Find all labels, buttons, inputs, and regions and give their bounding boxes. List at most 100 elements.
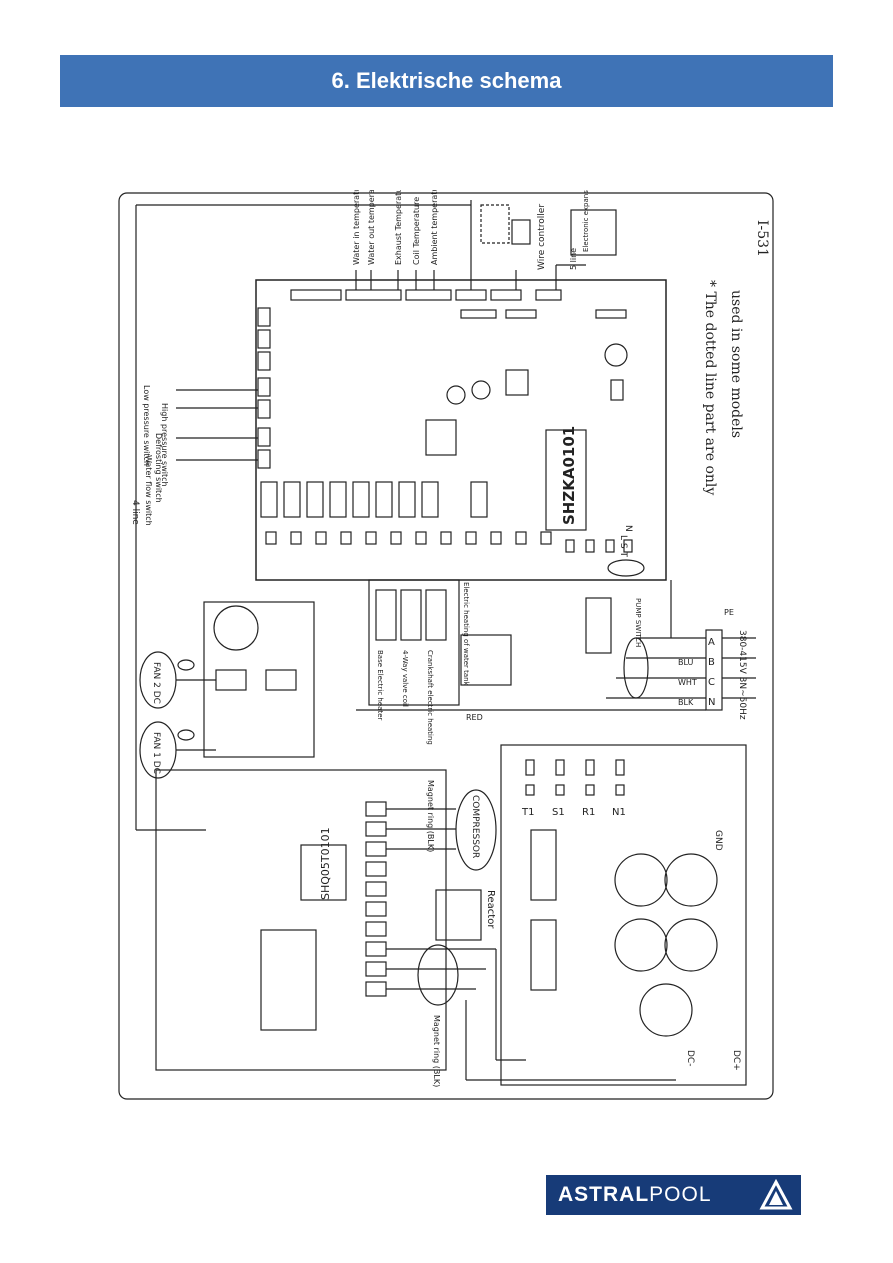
- note-line-2: used in some models: [728, 290, 744, 438]
- terminal-a: A: [708, 637, 715, 648]
- board-capacitor-2: [471, 380, 491, 400]
- compressor-motor: [455, 789, 497, 871]
- magnet-ring-power: [623, 637, 649, 699]
- page-title: 6. Elektrische schema: [331, 68, 562, 93]
- wire-controller-dashed: [480, 204, 510, 244]
- main-board-label-box: [545, 429, 587, 531]
- loads-panel: [368, 579, 460, 706]
- electric-heating-box: [460, 634, 512, 686]
- crankshaft-heater-coil: [425, 589, 447, 641]
- power-terminal-block: [705, 629, 723, 711]
- logo-light: POOL: [649, 1183, 712, 1206]
- main-control-board: [255, 279, 667, 581]
- dc-minus-label: DC-: [685, 1050, 695, 1066]
- wire-controller-box: [511, 219, 531, 245]
- diagram-frame: [118, 192, 774, 1100]
- sensor-coil: Coil Temperature: [412, 197, 421, 265]
- sensor-ambient: Ambient temperature: [430, 190, 439, 265]
- switch-high-pressure: High pressure switch: [160, 403, 169, 487]
- switch-defrosting: Defrosting switch: [154, 433, 163, 503]
- pump-switch: [585, 597, 612, 654]
- filter-terminals: [525, 759, 625, 796]
- section-header: 6. Elektrische schema: [60, 55, 833, 107]
- filter-n1: N1: [612, 807, 626, 818]
- base-heater-coil: [375, 589, 397, 641]
- wire-wht-label: WHT: [678, 678, 697, 687]
- phase-n-label: N: [623, 525, 633, 532]
- inverter-board: [500, 744, 747, 1086]
- board-chip-2: [425, 419, 457, 456]
- driver-transformer: [260, 929, 317, 1031]
- five-line-label: 5 line: [569, 248, 578, 270]
- filter-t1: T1: [521, 807, 534, 818]
- logo-bold: ASTRAL: [558, 1183, 650, 1206]
- wire-controller-label: Wire controller: [537, 204, 547, 270]
- board-chip-1: [505, 369, 529, 396]
- reactor-core: [435, 889, 482, 941]
- fan-board-connector-1: [215, 669, 247, 691]
- magnet-ring-main: [607, 559, 645, 577]
- driver-terminal-strip: [365, 801, 387, 997]
- fan-1-magnet-ring: [177, 729, 195, 741]
- fan-1-label: FAN 1 DC: [151, 732, 161, 774]
- main-board-label: SHZKA0101: [560, 426, 578, 525]
- fan-2-magnet-ring: [177, 659, 195, 671]
- board-capacitor-1: [446, 385, 466, 405]
- sensor-connectors: [290, 289, 627, 319]
- magnet-ring-driver: [417, 944, 459, 1006]
- wire-blu-label: BLU: [678, 658, 694, 667]
- fan-2-label: FAN 2 DC: [151, 662, 161, 704]
- dc-capacitor-1: [614, 853, 668, 907]
- output-terminals: [265, 531, 633, 553]
- sensor-leads: [355, 200, 586, 290]
- fan-board-capacitor: [213, 605, 259, 651]
- four-way-valve-label: 4-Way valve coil: [401, 650, 409, 707]
- sensor-exhaust: Exhaust Temperature: [394, 190, 403, 265]
- reactor-label: Reactor: [485, 890, 496, 929]
- logo-triangle-icon: [759, 1179, 793, 1210]
- switch-leads: [176, 389, 258, 461]
- driver-wires: [386, 808, 676, 1081]
- relay-row: [260, 481, 488, 518]
- sensor-water-out: Water out temperature: [367, 190, 376, 265]
- logo-wordmark: ASTRALPOOL: [558, 1183, 712, 1207]
- expansion-valve-label: Electronic expansion valve: [582, 190, 590, 252]
- pump-switch-label: PUMP SWITCH: [634, 598, 642, 647]
- dc-plus-label: DC+: [731, 1050, 741, 1071]
- magnet-ring-blk-bottom-label: Magnet ring (BLK): [432, 1015, 441, 1087]
- compressor-label: COMPRESSOR: [470, 795, 480, 858]
- wire-blk-label: BLK: [678, 698, 694, 707]
- board-capacitor-3: [604, 343, 628, 367]
- choke-coil-1: [530, 829, 557, 901]
- filter-r1: R1: [582, 807, 595, 818]
- four-way-valve-coil: [400, 589, 422, 641]
- expansion-valve-box: [570, 209, 617, 256]
- astralpool-logo: ASTRALPOOL: [546, 1175, 801, 1215]
- switch-connectors: [257, 307, 271, 469]
- magnet-ring-blk-label: Magnet ring (BLK): [426, 780, 435, 852]
- driver-board-label-box: [300, 844, 347, 901]
- dc-capacitor-4: [664, 918, 718, 972]
- dc-capacitor-3: [614, 918, 668, 972]
- terminal-n: N: [708, 697, 715, 708]
- svg-text:L S T: L S T: [618, 535, 628, 557]
- terminal-c: C: [708, 677, 715, 688]
- board-chip-3: [610, 379, 624, 401]
- power-supply-label: 380-415V 3N~50Hz: [737, 630, 747, 720]
- wire-red-label: RED: [466, 713, 483, 722]
- note-line-1: * The dotted line part are only: [702, 280, 718, 495]
- gnd-label: GND: [713, 830, 723, 851]
- switch-water-flow: Water flow switch: [144, 455, 153, 526]
- fan-board-connector-2: [265, 669, 297, 691]
- sensor-water-in: Water in temperature: [352, 190, 361, 265]
- power-wires: [356, 580, 756, 711]
- driver-board-label: SHQ05T0101: [319, 827, 332, 900]
- crankshaft-heater-label: Crankshaft electric heating: [426, 650, 434, 745]
- switch-low-pressure: Low pressure switch: [142, 385, 151, 466]
- wiring-diagram: SHZKA0101 L S T N: [118, 190, 774, 1100]
- compressor-driver-board: [155, 769, 447, 1071]
- pe-label: PE: [724, 608, 734, 617]
- four-line-label: 4 line: [130, 500, 140, 525]
- dc-capacitor-5: [639, 983, 693, 1037]
- filter-s1: S1: [552, 807, 565, 818]
